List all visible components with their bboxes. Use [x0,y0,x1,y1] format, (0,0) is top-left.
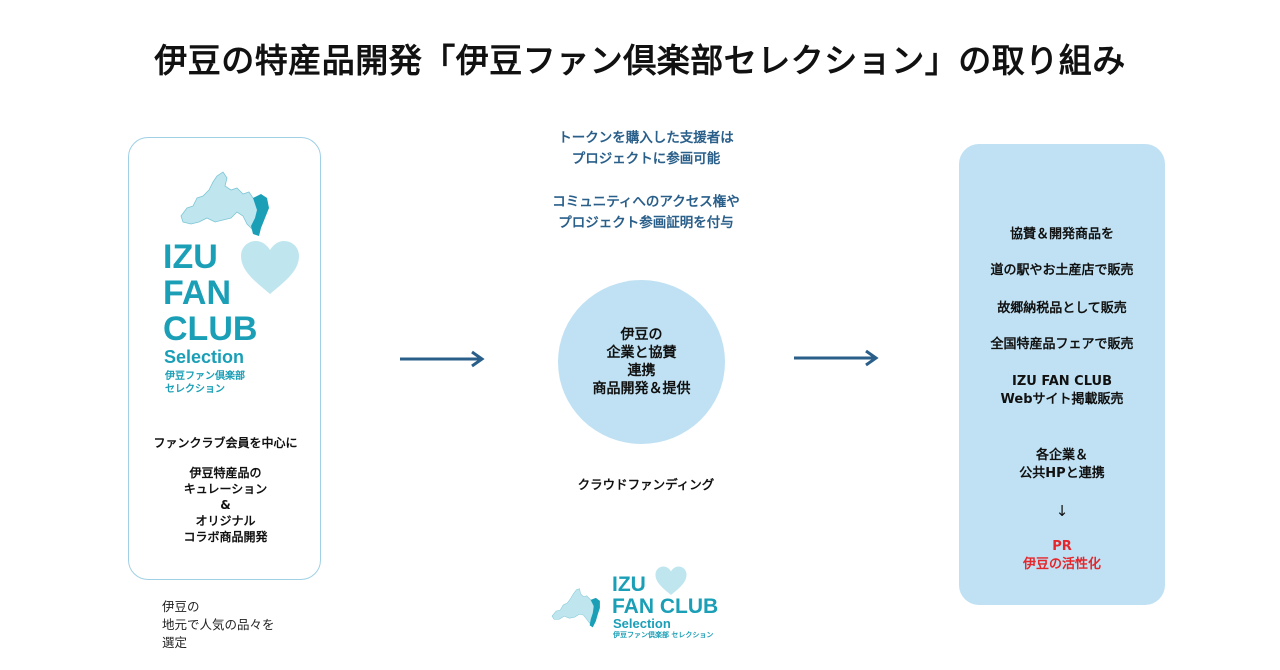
curation-line: 伊豆特産品の [189,466,262,480]
circle-line: 商品開発＆提供 [592,381,691,397]
curation-line: キュレーション [183,482,268,496]
circle-line: 連携 [627,363,656,379]
channel-item: IZU FAN CLUB Webサイト掲載販売 [959,373,1165,409]
channel-line: 公共HPと連携 [1019,466,1105,481]
logo-club-text: CLUB [163,310,258,348]
pr-outcome: PR 伊豆の活性化 [959,538,1165,574]
curation-line: & [220,498,231,512]
circle-line: 企業と協賛 [606,345,677,361]
center-line: プロジェクト参画証明を付与 [558,215,734,231]
note-line: 伊豆の [162,599,200,614]
center-line: トークンを購入した支援者は [558,130,734,146]
arrow-right-icon [400,350,485,368]
center-line: プロジェクトに参画可能 [571,151,721,167]
circle-line: 伊豆の [620,327,663,343]
partnership-circle: 伊豆の 企業と協賛 連携 商品開発＆提供 [558,280,725,444]
izu-map-icon [180,171,269,236]
note-line: 選定 [162,635,188,650]
curation-card: IZU FAN CLUB Selection 伊豆ファン倶楽部 セレクション フ… [128,137,321,580]
channel-item: 道の駅やお土産店で販売 [990,263,1134,278]
sales-channels-panel: 協賛＆開発商品を 道の駅やお土産店で販売 故郷納税品として販売 全国特産品フェア… [959,144,1165,605]
small-logo-selection: Selection [613,616,671,631]
arrow-down-icon: ↓ [1055,502,1069,520]
note-line: 地元で人気の品々を [162,617,275,632]
channel-line: IZU FAN CLUB [1011,374,1113,389]
page-title: 伊豆の特産品開発「伊豆ファン倶楽部セレクション」の取り組み [154,41,1126,80]
logo-jp-line2: セレクション [165,384,225,395]
small-logo-fanclub: FAN CLUB [612,595,719,618]
channel-item: 全国特産品フェアで販売 [990,337,1134,352]
community-access-text: コミュニティへのアクセス権や プロジェクト参画証明を付与 [476,192,816,234]
channel-line: Webサイト掲載販売 [1000,392,1124,407]
izu-map-icon [551,588,600,628]
pr-line: 伊豆の活性化 [1022,557,1101,572]
token-support-text: トークンを購入した支援者は プロジェクトに参画可能 [476,128,816,170]
heart-icon [241,241,299,294]
izu-fan-club-small-logo: IZU FAN CLUB Selection 伊豆ファン倶楽部 セレクション [550,566,740,646]
logo-selection-text: Selection [164,347,245,367]
logo-jp-line1: 伊豆ファン倶楽部 [165,371,245,382]
curation-description: ファンクラブ会員を中心に 伊豆特産品の キュレーション & オリジナル コラボ商… [129,435,322,545]
center-line: コミュニティへのアクセス権や [552,194,740,210]
curation-line: ファンクラブ会員を中心に [153,436,298,450]
izu-fan-club-logo: IZU FAN CLUB Selection 伊豆ファン倶楽部 セレクション [161,168,301,408]
selection-note: 伊豆の 地元で人気の品々を 選定 [162,598,275,652]
channel-item: 各企業＆ 公共HPと連携 [959,447,1165,483]
channel-item: 故郷納税品として販売 [997,301,1127,316]
curation-line: コラボ商品開発 [183,530,268,544]
channel-item: 協賛＆開発商品を [1009,227,1114,242]
small-logo-jp: 伊豆ファン倶楽部 セレクション [613,631,714,639]
channel-line: 各企業＆ [1035,448,1088,463]
crowdfunding-label: クラウドファンディング [577,477,715,492]
logo-izu-text: IZU [163,238,218,276]
small-logo-izu: IZU [612,573,646,596]
heart-icon [655,566,687,595]
pr-line: PR [1052,539,1072,554]
curation-line: オリジナル [195,514,256,528]
logo-fan-text: FAN [163,274,231,312]
arrow-right-icon [794,349,879,367]
